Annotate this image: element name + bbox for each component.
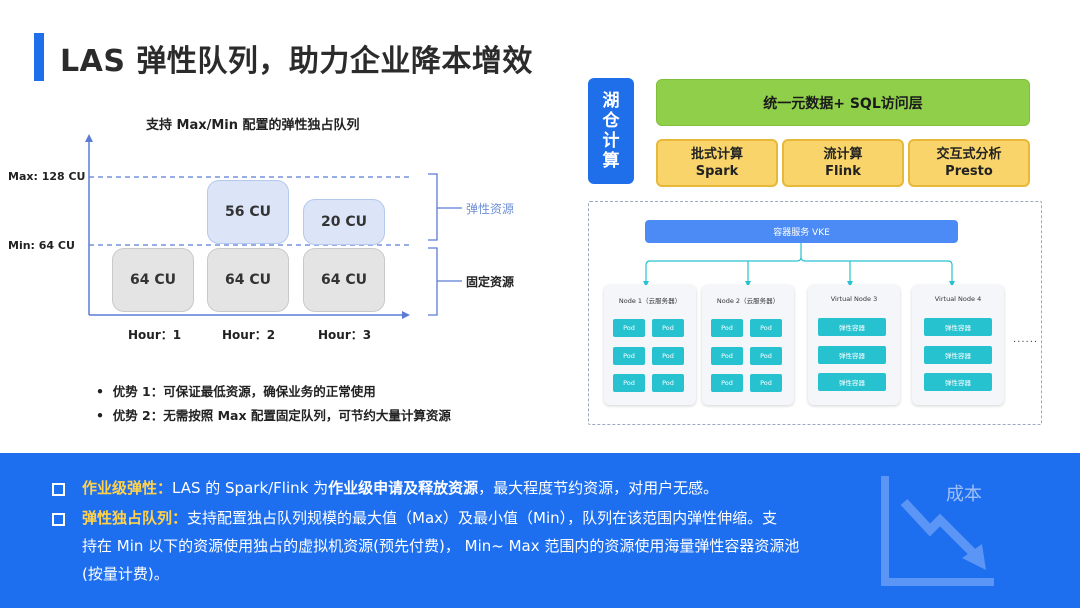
pod: Pod (711, 319, 743, 337)
bar-hour2-fixed: 64 CU (207, 248, 289, 312)
elastic-container: 弹性容器 (924, 346, 992, 364)
bullet-text-1: 优势 1：可保证最低资源，确保业务的正常使用 (112, 384, 376, 399)
bullet-text-2: 优势 2：无需按照 Max 配置固定队列，可节约大量计算资源 (112, 408, 451, 423)
lake-char: 湖 (602, 91, 620, 111)
virtual-node-4: Virtual Node 4 弹性容器 弹性容器 弹性容器 (912, 285, 1004, 405)
virtual-node-3: Virtual Node 3 弹性容器 弹性容器 弹性容器 (808, 285, 900, 405)
more-nodes-ellipsis: ...... (1013, 334, 1039, 345)
summary-text-strong: 作业级申请及释放资源 (328, 479, 479, 497)
hour-label-1: Hour：1 (128, 328, 182, 342)
engine-tech: Flink (825, 164, 861, 179)
chart-title: 支持 Max/Min 配置的弹性独占队列 (146, 118, 360, 133)
pod: Pod (652, 374, 684, 392)
summary-text: LAS 的 Spark/Flink 为 (172, 479, 329, 497)
summary-line-3: 持在 Min 以下的资源使用独占的虚拟机资源(预先付费)， Min~ Max 范… (82, 537, 800, 555)
node-title: Virtual Node 4 (934, 295, 982, 303)
summary-label-elastic-queue: 弹性独占队列： (82, 509, 188, 527)
title-accent-bar (34, 33, 44, 81)
pod: Pod (711, 347, 743, 365)
pod: Pod (613, 374, 645, 392)
pod: Pod (613, 347, 645, 365)
elastic-container: 弹性容器 (818, 373, 886, 391)
fixed-bracket (428, 247, 438, 316)
pod: Pod (652, 347, 684, 365)
engine-name: 批式计算 (690, 147, 743, 162)
node-title: Virtual Node 3 (830, 295, 878, 303)
bullet-item: • 优势 2：无需按照 Max 配置固定队列，可节约大量计算资源 (96, 408, 451, 423)
lake-char: 算 (602, 151, 620, 171)
bar-hour2-elastic: 56 CU (207, 180, 289, 244)
engine-tech: Presto (945, 164, 993, 179)
sql-access-layer: 统一元数据+ SQL访问层 (656, 79, 1030, 126)
pod: Pod (750, 319, 782, 337)
pod: Pod (750, 347, 782, 365)
summary-label-job-elastic: 作业级弹性： (82, 479, 173, 497)
vke-service-bar: 容器服务 VKE (645, 220, 958, 243)
hour-label-3: Hour：3 (318, 328, 372, 342)
pod: Pod (613, 319, 645, 337)
chart-axes (85, 134, 462, 319)
bar-hour3-elastic: 20 CU (303, 199, 385, 245)
bar-hour3-fixed: 64 CU (303, 248, 385, 312)
pod: Pod (711, 374, 743, 392)
summary-line-4: (按量计费)。 (82, 565, 169, 583)
elastic-container: 弹性容器 (818, 346, 886, 364)
vke-panel (588, 201, 1042, 425)
elastic-container: 弹性容器 (924, 318, 992, 336)
lake-char: 计 (602, 131, 620, 151)
bar-hour1-fixed: 64 CU (112, 248, 194, 312)
min-label: Min: 64 CU (8, 239, 75, 252)
pod: Pod (750, 374, 782, 392)
engine-presto: 交互式分析 Presto (908, 139, 1030, 187)
cost-label: 成本 (946, 484, 982, 505)
page-title: LAS 弹性队列，助力企业降本增效 (60, 44, 533, 79)
engine-spark: 批式计算 Spark (656, 139, 778, 187)
node-title: Node 2（云服务器） (716, 297, 780, 305)
engine-name: 流计算 (823, 147, 863, 162)
checkbox-bullet-icon (52, 483, 65, 496)
checkbox-bullet-icon (52, 513, 65, 526)
elastic-container: 弹性容器 (818, 318, 886, 336)
cost-down-icon (881, 476, 994, 586)
max-label: Max: 128 CU (8, 170, 86, 183)
vke-connectors (643, 243, 955, 287)
bullet-item: • 优势 1：可保证最低资源，确保业务的正常使用 (96, 384, 376, 399)
lake-char: 仓 (602, 111, 620, 131)
engine-flink: 流计算 Flink (782, 139, 904, 187)
elastic-resource-label: 弹性资源 (466, 202, 515, 216)
engine-tech: Spark (695, 164, 739, 179)
elastic-container: 弹性容器 (924, 373, 992, 391)
node-2: Node 2（云服务器） Pod Pod Pod Pod Pod Pod (702, 285, 794, 405)
fixed-resource-label: 固定资源 (466, 275, 515, 289)
pod: Pod (652, 319, 684, 337)
engine-name: 交互式分析 (936, 147, 1002, 162)
node-1: Node 1（云服务器） Pod Pod Pod Pod Pod Pod (604, 285, 696, 405)
summary-text: ，最大程度节约资源，对用户无感。 (478, 479, 719, 497)
summary-text: 支持配置独占队列规模的最大值（Max）及最小值（Min），队列在该范围内弹性伸缩… (187, 509, 778, 527)
summary-line-2: 弹性独占队列：支持配置独占队列规模的最大值（Max）及最小值（Min），队列在该… (82, 508, 777, 528)
x-axis-arrow (402, 311, 410, 319)
y-axis-arrow (85, 134, 93, 142)
lake-compute-block: 湖 仓 计 算 (588, 78, 634, 184)
summary-line-1: 作业级弹性：LAS 的 Spark/Flink 为作业级申请及释放资源，最大程度… (82, 478, 718, 498)
hour-label-2: Hour：2 (222, 328, 276, 342)
node-title: Node 1（云服务器） (618, 297, 682, 305)
elastic-bracket (428, 173, 438, 241)
